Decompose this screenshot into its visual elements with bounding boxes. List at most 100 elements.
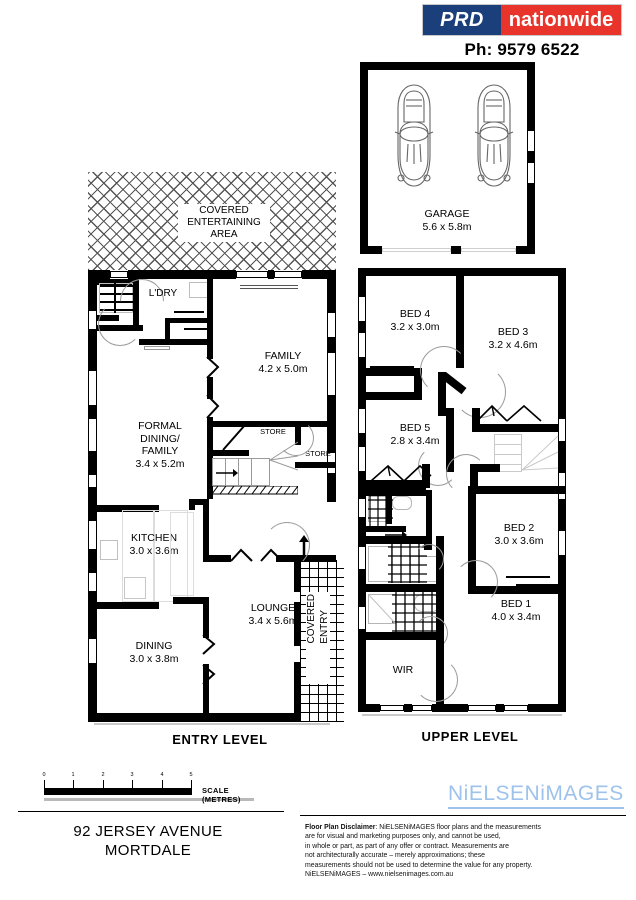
door-arc-bed5 <box>418 446 458 486</box>
store-wall-top <box>207 421 301 427</box>
bed3-label: BED 3 3.2 x 4.6m <box>470 326 556 351</box>
scale-label-1: 1 <box>71 772 75 778</box>
covered-ent-line1: COVERED <box>199 205 249 216</box>
opening-chevron-1 <box>206 356 220 379</box>
opening-chevron-2 <box>206 394 220 419</box>
phone-number: Ph: 9579 6522 <box>464 40 580 59</box>
upper-wall-bottom-c <box>432 704 468 712</box>
entry-window-right-1 <box>327 312 336 338</box>
bed3-dims: 3.2 x 4.6m <box>488 338 538 351</box>
formal-line1: FORMAL <box>138 420 182 432</box>
bath2-wall-nib <box>424 536 432 550</box>
ensuite-wall-right <box>436 584 444 640</box>
entry-wall-right-a <box>327 270 336 312</box>
car-icon-right <box>468 82 520 192</box>
family-dims: 4.2 x 5.0m <box>258 362 308 375</box>
family-room-label: FAMILY 4.2 x 5.0m <box>228 350 338 375</box>
formal-dining-label: FORMAL DINING/ FAMILY 3.4 x 5.2m <box>112 420 208 470</box>
opening-chevron-5 <box>202 634 216 655</box>
upper-wall-bottom-a <box>358 704 380 712</box>
scale-tick-0 <box>44 780 45 788</box>
bed2-label: BED 2 3.0 x 3.6m <box>476 522 562 547</box>
covered-entry-wall-top <box>294 555 336 562</box>
lounge-name: LOUNGE <box>250 602 296 614</box>
dining-name: DINING <box>135 640 173 652</box>
laundry-sink <box>189 282 209 298</box>
garage-name: GARAGE <box>424 208 470 220</box>
stair-wall-a <box>207 450 249 456</box>
garage-wall-right-lower <box>527 184 535 254</box>
upper-window-left-1 <box>358 296 366 322</box>
prd-nationwide-logo: PRD nationwide <box>422 4 622 36</box>
kitchen-name: KITCHEN <box>130 532 178 544</box>
upper-window-bottom-2 <box>412 705 432 711</box>
mid-wall-b <box>207 377 213 399</box>
scale-bar-fill <box>44 788 192 795</box>
dining-wall-a <box>203 604 209 638</box>
scale-bar-shadow <box>44 798 254 801</box>
disclaimer-line5: measurements should not be used to deter… <box>305 861 533 869</box>
ldry-rail-1 <box>174 311 204 313</box>
upper-stair-winder <box>521 435 559 471</box>
upper-window-bottom-1 <box>380 705 404 711</box>
lounge-label: LOUNGE 3.4 x 5.6m <box>218 602 328 627</box>
hall-wall-a <box>189 500 195 510</box>
laundry-label: L'DRY <box>148 288 178 299</box>
entry-window-left-4 <box>88 474 97 488</box>
entry-wall-right-d <box>327 474 336 502</box>
ldry-threshold <box>144 346 170 350</box>
door-swing-store-1 <box>222 424 246 451</box>
kitchen-label: KITCHEN 3.0 x 3.6m <box>106 532 202 557</box>
entry-wall-top-c <box>188 270 236 279</box>
garage-plan: GARAGE 5.6 x 5.8m <box>360 62 535 262</box>
disclaimer-line3: in whole or part, as part of any offer o… <box>305 842 510 850</box>
mid-wall-c <box>207 417 213 499</box>
bath1-wall-bottom <box>366 526 406 532</box>
kitchen-bench-left <box>122 510 154 602</box>
garage-window-right-1 <box>527 130 535 152</box>
entry-wall-left-a <box>88 270 97 310</box>
entry-level-plan: COVERED ENTERTAINING AREA <box>88 172 344 725</box>
bath1-wall-right <box>426 490 432 544</box>
hall-wall-upper-b <box>438 408 452 416</box>
garage-wall-right-upper <box>527 62 535 130</box>
door-arc-store-2 <box>278 420 314 456</box>
ldry-shelf-3 <box>100 301 133 303</box>
door-arc-bed4 <box>420 346 468 394</box>
bed2-dims: 3.0 x 3.6m <box>494 534 544 547</box>
bed2-wall-left <box>468 486 476 594</box>
address-street: 92 JERSEY AVENUE <box>73 823 223 840</box>
bath1-divider <box>386 496 392 524</box>
stair-winder <box>269 441 298 471</box>
entry-wall-top-a <box>88 270 110 279</box>
bath1-wall-top <box>366 488 426 496</box>
scale-label-4: 4 <box>160 772 164 778</box>
upper-wall-top <box>358 268 566 276</box>
door-arc-wir <box>414 658 458 702</box>
upper-window-right-1 <box>558 418 566 442</box>
ldry-rail-2 <box>184 328 210 330</box>
door-arc-ldry-2 <box>98 302 142 346</box>
lounge-wall-top-a <box>203 555 231 562</box>
garage-wall-right-mid <box>527 152 535 162</box>
upper-wall-left-g <box>358 570 366 606</box>
covered-entry-line1: COVERED <box>306 594 317 644</box>
upper-wall-bottom-d <box>496 704 504 712</box>
scale-label-0: 0 <box>42 772 46 778</box>
upper-wall-left-d <box>358 434 366 446</box>
ensuite-shower-cross <box>368 594 396 624</box>
upper-wall-right-a <box>558 268 566 418</box>
entry-wall-top-b <box>128 270 188 279</box>
stair-tread-3 <box>251 458 252 486</box>
scale-tick-5 <box>191 780 192 788</box>
scale-bar: 0 1 2 3 4 5 SCALE (METRES) <box>42 772 254 804</box>
family-name: FAMILY <box>264 350 302 362</box>
scale-label-5: 5 <box>189 772 193 778</box>
stair-nose <box>243 450 249 456</box>
covered-entry-label: COVERED ENTRY <box>306 592 330 684</box>
covered-entry-wall-v-b <box>294 602 300 646</box>
covered-entry-wall-v-a <box>294 562 300 592</box>
footer-divider-right <box>300 815 626 816</box>
bed3-name: BED 3 <box>497 326 529 338</box>
